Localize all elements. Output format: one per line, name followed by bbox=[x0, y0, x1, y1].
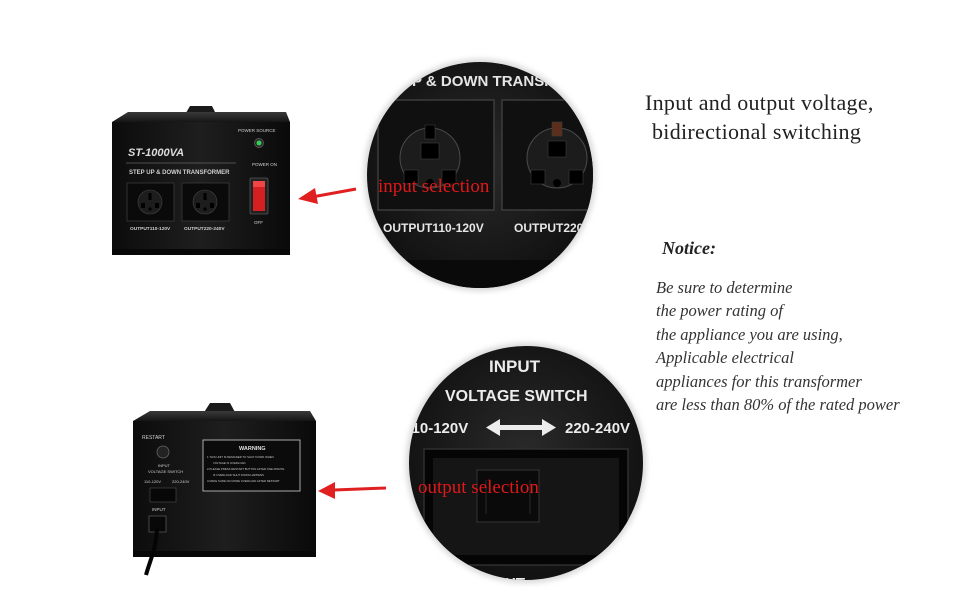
zoom-input-title: INPUT bbox=[489, 357, 541, 376]
input-selection-callout: input selection bbox=[378, 176, 490, 197]
model-label: ST-1000VA bbox=[128, 147, 184, 159]
zoom-voltage-switch-label: VOLTAGE SWITCH bbox=[445, 388, 588, 405]
notice-line: are less than 80% of the rated power bbox=[656, 395, 900, 415]
zoom-voltage-switch: INPUT VOLTAGE SWITCH 110-120V 220-240V I… bbox=[404, 343, 646, 592]
zoom-header-text: P & DOWN TRANSFOR bbox=[412, 73, 576, 90]
outlet-1 bbox=[126, 182, 175, 222]
power-source-label: POWER SOURCE bbox=[238, 128, 276, 133]
switch-on-label: POWER ON bbox=[252, 162, 277, 167]
bidirectional-arrow-icon bbox=[486, 419, 556, 436]
unit-top bbox=[112, 112, 290, 122]
front-transformer: ST-1000VA STEP UP & DOWN TRANSFORMER POW… bbox=[112, 106, 290, 255]
unit-top bbox=[133, 411, 316, 421]
arrow-icon bbox=[298, 187, 357, 204]
back-range-left: 110-120V bbox=[144, 479, 161, 484]
back-input-label: INPUT bbox=[152, 507, 166, 512]
arrow-icon bbox=[318, 482, 387, 499]
back-voltage-switch-label: VOLTAGE SWITCH bbox=[148, 469, 183, 474]
headline: Input and output voltage, bidirectional … bbox=[645, 88, 874, 146]
switch-off-label: OFF bbox=[254, 220, 263, 225]
power-cord bbox=[144, 527, 159, 576]
zoom-bottom-input-text: INPUT bbox=[480, 575, 525, 592]
outlet-2 bbox=[181, 182, 230, 222]
warning-title: WARNING bbox=[239, 446, 266, 452]
warning-line: IF OVERLOAD SHUT DOWN HAPPENS bbox=[213, 473, 264, 477]
voltage-switch bbox=[149, 487, 177, 503]
warning-line: 2.PLEASE PRESS RESTART BUTTON AFTER ONE … bbox=[207, 467, 284, 471]
warning-line: VOLTAGE IS OVERLOAD bbox=[213, 461, 246, 465]
back-transformer: RESTART INPUT VOLTAGE SWITCH 110-120V 22… bbox=[133, 403, 316, 576]
warning-line: 3.MAKE SURE NO MORE OVERLOAD AFTER RESTA… bbox=[207, 479, 280, 483]
notice-line: the appliance you are using, bbox=[656, 324, 843, 344]
warning-line: 1.THIS UNIT IS DESIGNED TO SHUT DOWN WHE… bbox=[207, 455, 274, 459]
output-selection-callout: output selection bbox=[418, 477, 539, 498]
headline-line-2: bidirectional switching bbox=[652, 119, 862, 144]
zoom-range-left: 110-120V bbox=[404, 420, 468, 437]
zoom-outlet-2-label: OUTPUT220-240V bbox=[514, 221, 615, 235]
notice-line: Be sure to determine bbox=[656, 278, 793, 297]
product-name: STEP UP & DOWN TRANSFORMER bbox=[129, 170, 230, 176]
restart-label: RESTART bbox=[142, 435, 165, 441]
back-input-title: INPUT bbox=[158, 463, 171, 468]
notice-body: Be sure to determine the power rating of… bbox=[656, 276, 900, 416]
restart-button bbox=[156, 445, 170, 459]
headline-line-1: Input and output voltage, bbox=[645, 90, 874, 115]
outlet-2-label: OUTPUT220-240V bbox=[184, 226, 225, 232]
notice-line: the power rating of bbox=[656, 301, 783, 321]
notice-line: appliances for this transformer bbox=[656, 371, 862, 391]
notice-title: Notice: bbox=[662, 238, 716, 258]
zoom-range-right: 220-240V bbox=[565, 420, 630, 437]
warning-panel bbox=[202, 439, 301, 492]
zoom-outlet-1-label: OUTPUT110-120V bbox=[383, 221, 484, 235]
outlet-1-label: OUTPUT110-120V bbox=[130, 226, 171, 232]
back-range-right: 220-240V bbox=[172, 479, 190, 484]
notice-line: Applicable electrical bbox=[656, 348, 794, 368]
